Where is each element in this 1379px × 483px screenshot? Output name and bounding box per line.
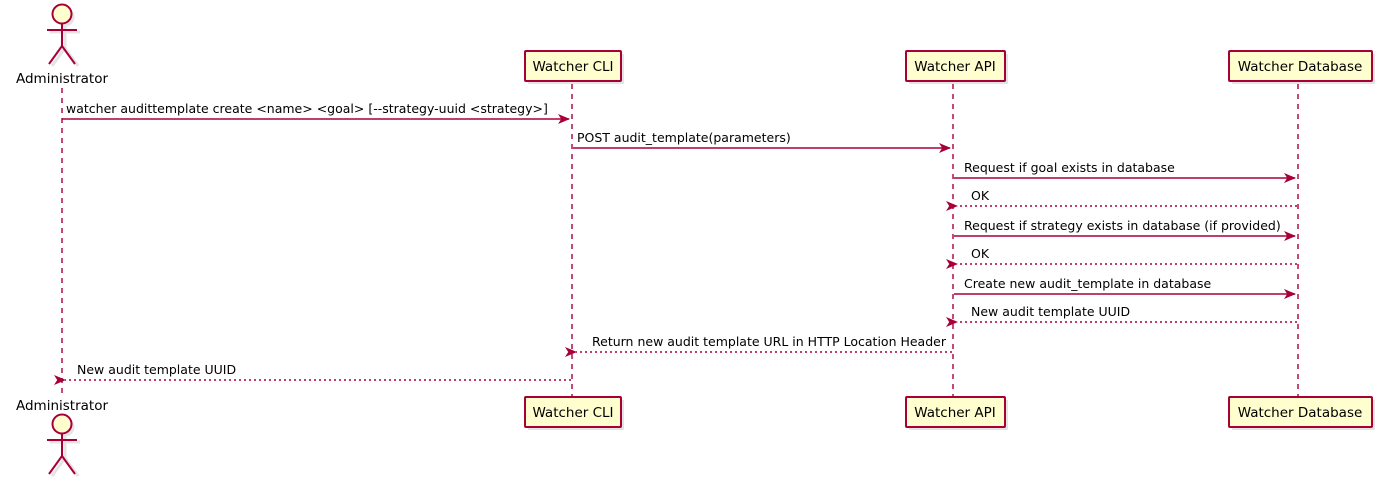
message-8[interactable]: New audit template UUID <box>946 304 1297 327</box>
box-rect <box>524 50 622 82</box>
lifelines <box>61 84 1299 396</box>
actor-head-icon-bottom <box>51 413 73 435</box>
participant-box-watcher-cli-top[interactable]: Watcher CLI <box>524 50 624 84</box>
box-rect <box>905 396 1006 428</box>
box-rect <box>524 396 622 428</box>
actor-head-icon <box>51 3 73 25</box>
message-label-1: watcher audittemplate create <name> <goa… <box>66 101 548 116</box>
message-label-10: New audit template UUID <box>77 362 236 377</box>
participant-box-watcher-api-top[interactable]: Watcher API <box>905 50 1008 84</box>
actor-leg-right <box>61 45 76 65</box>
box-rect <box>905 50 1006 82</box>
participant-box-watcher-database-bottom[interactable]: Watcher Database <box>1228 396 1375 430</box>
message-label-4: OK <box>971 188 990 203</box>
message-1[interactable]: watcher audittemplate create <name> <goa… <box>62 101 570 124</box>
message-label-8: New audit template UUID <box>971 304 1130 319</box>
message-label-9: Return new audit template URL in HTTP Lo… <box>592 334 947 349</box>
message-4[interactable]: OK <box>946 188 1297 211</box>
participant-box-watcher-cli-bottom[interactable]: Watcher CLI <box>524 396 624 430</box>
message-label-3: Request if goal exists in database <box>964 160 1175 175</box>
box-rect <box>1228 50 1373 82</box>
message-9[interactable]: Return new audit template URL in HTTP Lo… <box>565 334 952 357</box>
message-6[interactable]: OK <box>946 246 1297 269</box>
actor-administrator-top[interactable]: Administrator <box>16 3 108 88</box>
message-2[interactable]: POST audit_template(parameters) <box>573 130 951 153</box>
message-10[interactable]: New audit template UUID <box>54 362 571 385</box>
participant-box-watcher-api-bottom[interactable]: Watcher API <box>905 396 1008 430</box>
actor-administrator-bottom[interactable]: Administrator <box>16 398 108 477</box>
participant-label-watcher-cli-bottom: Watcher CLI <box>532 405 613 421</box>
message-label-5: Request if strategy exists in database (… <box>964 218 1281 233</box>
participant-label-watcher-api-top: Watcher API <box>914 59 996 75</box>
message-3[interactable]: Request if goal exists in database <box>954 160 1296 183</box>
actor-leg-left <box>48 45 63 65</box>
actor-label-administrator-top: Administrator <box>16 71 108 87</box>
message-label-6: OK <box>971 246 990 261</box>
participant-label-watcher-api-bottom: Watcher API <box>914 405 996 421</box>
box-rect <box>1228 396 1373 428</box>
message-7[interactable]: Create new audit_template in database <box>954 276 1296 299</box>
participant-label-watcher-cli-top: Watcher CLI <box>532 59 613 75</box>
actor-leg-right-bottom <box>61 455 76 475</box>
message-label-7: Create new audit_template in database <box>964 276 1211 291</box>
participant-box-watcher-database-top[interactable]: Watcher Database <box>1228 50 1375 84</box>
actor-leg-left-bottom <box>48 455 63 475</box>
message-label-2: POST audit_template(parameters) <box>577 130 791 145</box>
participant-label-watcher-database-bottom: Watcher Database <box>1238 405 1363 421</box>
participant-label-watcher-database-top: Watcher Database <box>1238 59 1363 75</box>
actor-label-administrator-bottom: Administrator <box>16 398 108 414</box>
message-5[interactable]: Request if strategy exists in database (… <box>954 218 1296 241</box>
